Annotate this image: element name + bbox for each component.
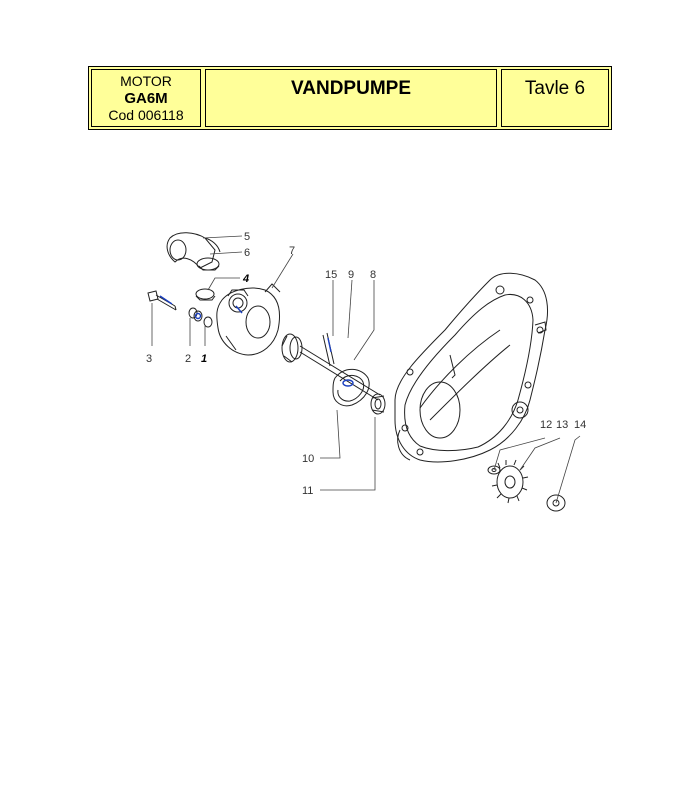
callout-3: 3 [146,353,152,365]
pump-gear [496,465,524,499]
callout-15: 15 [325,269,337,281]
callout-13: 13 [556,419,568,431]
callout-1: 1 [201,353,207,365]
callout-6: 6 [244,247,250,259]
callout-11: 11 [302,485,313,497]
callout-5: 5 [244,231,250,243]
callout-14: 14 [574,419,586,431]
callout-2: 2 [185,353,191,365]
screw [147,290,159,302]
motor-label: MOTOR [120,72,172,89]
callout-10: 10 [302,453,314,465]
page-title: VANDPUMPE [205,69,497,127]
callout-9: 9 [348,269,354,281]
impeller [281,333,299,363]
pump-shaft [299,345,381,396]
gasket [332,368,370,407]
callout-8: 8 [370,269,376,281]
engine-cover [394,272,548,463]
hose [166,232,216,269]
callout-4: 4 [242,273,249,285]
callout-7: 7 [289,245,295,257]
plate-number: Tavle 6 [501,69,609,127]
motor-model: GA6M [124,89,168,107]
header-table: MOTOR GA6M Cod 006118 VANDPUMPE Tavle 6 [88,66,612,130]
pump-housing [216,287,280,356]
callout-12: 12 [540,419,552,431]
motor-code: Cod 006118 [108,106,184,123]
motor-cell: MOTOR GA6M Cod 006118 [91,69,201,127]
bearing [370,393,386,415]
